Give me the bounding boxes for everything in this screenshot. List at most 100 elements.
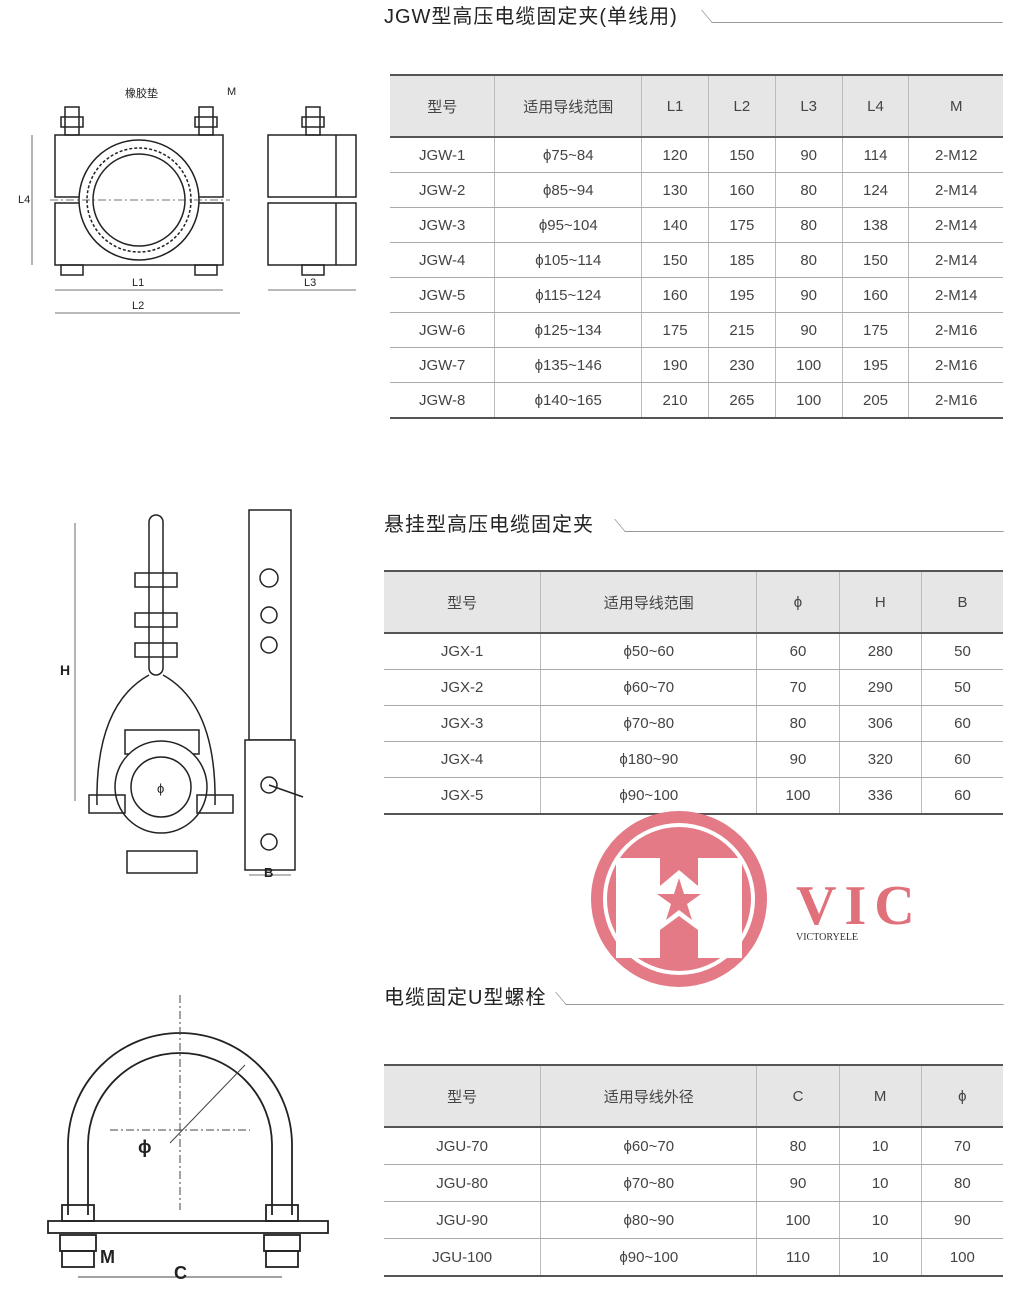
logo-text-victoryele: VICTORYELE (796, 932, 859, 943)
table-cell: ϕ125~134 (494, 312, 642, 348)
section2-title-rule (614, 519, 1004, 532)
table-cell: 100 (920, 1238, 1003, 1277)
table-cell: JGU-80 (384, 1164, 541, 1202)
label-l1: L1 (132, 277, 144, 289)
col-header: ϕ (756, 570, 840, 634)
table-cell: JGX-1 (384, 633, 541, 670)
table-cell: JGU-100 (384, 1238, 541, 1277)
table-cell: 336 (838, 777, 922, 815)
table-cell: 2-M14 (908, 172, 1003, 208)
table-cell: 80 (774, 242, 843, 278)
table-cell: 70 (920, 1127, 1003, 1165)
table-cell: 110 (756, 1238, 840, 1277)
table-cell: 265 (707, 382, 776, 419)
table-cell: 60 (920, 705, 1003, 742)
table-cell: 290 (838, 669, 922, 706)
table-cell: ϕ60~70 (540, 669, 757, 706)
table-cell: 50 (920, 669, 1003, 706)
table-cell: ϕ90~100 (540, 777, 757, 815)
table-cell: 90 (774, 312, 843, 348)
table-cell: 90 (756, 1164, 840, 1202)
label-rubber: 橡胶垫 (125, 86, 158, 100)
table-cell: 100 (774, 347, 843, 383)
table-cell: 80 (756, 1127, 840, 1165)
table-cell: JGW-5 (390, 277, 495, 313)
table-cell: 120 (641, 137, 709, 173)
table-cell: 124 (841, 172, 909, 208)
table-cell: 230 (707, 347, 776, 383)
table-cell: 2-M14 (908, 277, 1003, 313)
col-header: 型号 (390, 74, 495, 138)
table-cell: 140 (641, 207, 709, 243)
table-cell: 175 (841, 312, 909, 348)
col-header: L1 (641, 74, 709, 138)
table-cell: 10 (838, 1127, 922, 1165)
col-header: L3 (774, 74, 843, 138)
table-cell: ϕ140~165 (494, 382, 642, 419)
table-cell: 2-M16 (908, 382, 1003, 419)
table-cell: 80 (756, 705, 840, 742)
table-cell: 150 (641, 242, 709, 278)
logo-text-vic: VIC (796, 875, 923, 937)
table-cell: JGX-3 (384, 705, 541, 742)
table-cell: 130 (641, 172, 709, 208)
table-cell: JGW-3 (390, 207, 495, 243)
table-cell: JGW-6 (390, 312, 495, 348)
col-header: 适用导线范围 (540, 570, 757, 634)
col-header: ϕ (920, 1064, 1003, 1128)
label-phi-u: ϕ (138, 1137, 152, 1157)
col-header: L4 (841, 74, 909, 138)
label-l3: L3 (304, 277, 316, 289)
section3-title: 电缆固定U型螺栓 (384, 987, 547, 1009)
col-header: L2 (707, 74, 776, 138)
table-cell: 60 (756, 633, 840, 670)
table-cell: 138 (841, 207, 909, 243)
table-cell: 320 (838, 741, 922, 778)
label-m-u: M (100, 1247, 115, 1267)
label-l4: L4 (18, 194, 30, 206)
col-header: M (838, 1064, 922, 1128)
table-cell: 185 (707, 242, 776, 278)
table-cell: 90 (920, 1201, 1003, 1239)
table-cell: 280 (838, 633, 922, 670)
table-cell: 80 (774, 172, 843, 208)
col-header: M (908, 74, 1003, 138)
table-cell: JGW-7 (390, 347, 495, 383)
table-cell: 10 (838, 1238, 922, 1277)
table-cell: 2-M16 (908, 312, 1003, 348)
col-header: B (920, 570, 1003, 634)
table-cell: 10 (838, 1201, 922, 1239)
table-cell: 90 (774, 277, 843, 313)
table-cell: 80 (774, 207, 843, 243)
table-cell: ϕ95~104 (494, 207, 642, 243)
table-cell: JGX-4 (384, 741, 541, 778)
table-cell: 50 (920, 633, 1003, 670)
label-m: M (227, 86, 236, 98)
table-cell: 150 (707, 137, 776, 173)
table-cell: ϕ135~146 (494, 347, 642, 383)
table-cell: 2-M14 (908, 242, 1003, 278)
section3-title-rule (555, 992, 1004, 1005)
label-c-u: C (174, 1263, 187, 1283)
table-cell: 205 (841, 382, 909, 419)
section1-title: JGW型高压电缆固定夹(单线用) (384, 6, 678, 28)
col-header: 型号 (384, 570, 541, 634)
label-l2: L2 (132, 300, 144, 312)
table-cell: 175 (707, 207, 776, 243)
col-header: 型号 (384, 1064, 541, 1128)
jgx-clamp-drawing: H B ϕ (60, 509, 304, 880)
table-cell: ϕ180~90 (540, 741, 757, 778)
table-cell: 60 (920, 741, 1003, 778)
table-cell: ϕ75~84 (494, 137, 642, 173)
